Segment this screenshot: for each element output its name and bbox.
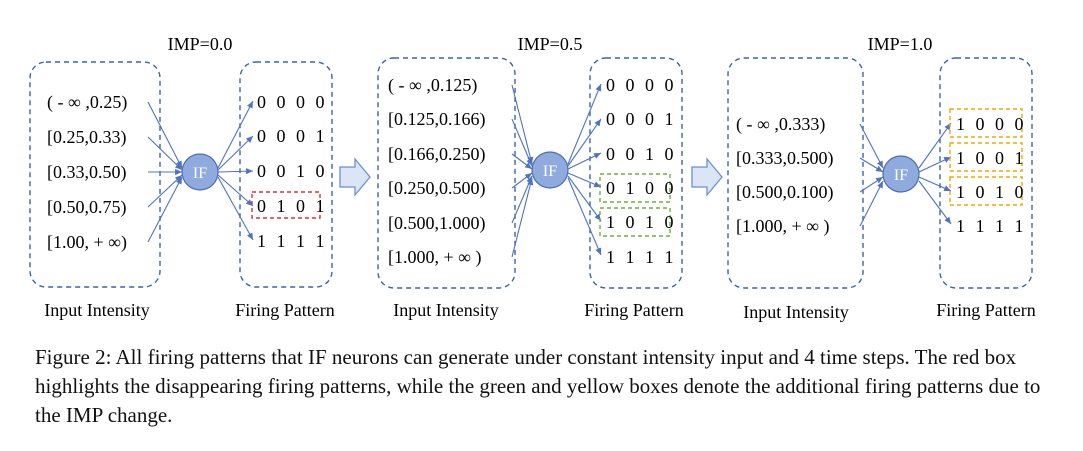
firing-patterns: 0 0 0 0 0 0 0 1 0 0 1 0 0 1 0 1 1 1 1 1 (251, 92, 328, 251)
panel-title: IMP=0.5 (518, 34, 583, 54)
interval: ( - ∞ ,0.25) (47, 92, 127, 113)
if-neuron-label: IF (543, 163, 557, 180)
firing-pattern: 1 0 0 1 (956, 148, 1027, 168)
panel-imp-10: IMP=1.0 ( - ∞ ,0.333) [0.333,0.500) [0.5… (727, 34, 1036, 322)
panel-title: IMP=1.0 (868, 34, 933, 54)
firing-pattern-label: Firing Pattern (584, 300, 684, 320)
interval: [0.500,1.000) (388, 213, 486, 234)
firing-pattern: 0 1 0 0 (606, 178, 677, 198)
firing-pattern: 1 0 0 0 (956, 114, 1027, 134)
firing-pattern: 0 0 1 0 (257, 161, 328, 181)
firing-patterns: 0 0 0 0 0 0 0 1 0 0 1 0 0 1 0 0 1 0 1 0 … (599, 75, 677, 267)
firing-pattern: 1 1 1 1 (956, 216, 1027, 236)
input-arrows (511, 84, 534, 258)
firing-pattern: 0 0 1 0 (606, 144, 677, 164)
input-arrows (147, 101, 183, 243)
firing-pattern: 0 0 0 1 (606, 109, 677, 129)
input-intervals: ( - ∞ ,0.125) [0.125,0.166) [0.166,0.250… (388, 75, 486, 268)
firing-pattern: 1 0 1 0 (606, 212, 677, 232)
input-arrows (859, 123, 884, 227)
firing-pattern: 0 0 0 1 (257, 126, 328, 146)
interval: [0.33,0.50) (47, 162, 127, 183)
interval: [0.125,0.166) (388, 109, 486, 130)
interval: [0.166,0.250) (388, 144, 486, 165)
if-neuron (531, 151, 569, 189)
firing-pattern-box (239, 61, 333, 288)
yellow-highlight-box (949, 176, 1023, 206)
green-highlight-box (599, 173, 671, 203)
interval: [1.000, + ∞ ) (736, 216, 829, 237)
firing-patterns: 1 0 0 0 1 0 0 1 1 0 1 0 1 1 1 1 (949, 108, 1027, 236)
diagram: IMP=0.0 ( - ∞ ,0.25) [0.25,0.33) [0.33,0… (29, 34, 1036, 322)
firing-pattern-label: Firing Pattern (936, 300, 1036, 320)
firing-pattern: 0 0 0 0 (257, 92, 328, 112)
interval: [1.000, + ∞ ) (388, 247, 481, 268)
if-neuron-label: IF (193, 165, 207, 182)
input-intensity-label: Input Intensity (44, 300, 150, 320)
input-intensity-box (727, 57, 864, 289)
output-arrows (567, 83, 602, 256)
output-arrows (217, 100, 254, 241)
if-neuron-label: IF (894, 167, 908, 184)
input-intensity-label: Input Intensity (393, 300, 499, 320)
green-highlight-box (599, 207, 671, 237)
firing-pattern-box (939, 57, 1033, 289)
input-intensity-label: Input Intensity (743, 302, 849, 322)
input-intervals: ( - ∞ ,0.25) [0.25,0.33) [0.33,0.50) [0.… (47, 92, 127, 253)
transition-arrow (339, 157, 371, 197)
interval: ( - ∞ ,0.125) (388, 75, 477, 96)
interval: ( - ∞ ,0.333) (736, 114, 825, 135)
firing-pattern: 0 0 0 0 (606, 75, 677, 95)
firing-pattern: 1 0 1 0 (956, 182, 1027, 202)
firing-pattern: 1 1 1 1 (606, 247, 677, 267)
interval: [1.00, + ∞) (47, 232, 127, 253)
yellow-highlight-box (949, 108, 1023, 138)
panel-imp-05: IMP=0.5 ( - ∞ ,0.125) [0.125,0.166) [0.1… (377, 34, 684, 320)
output-arrows (918, 122, 952, 225)
interval: [0.25,0.33) (47, 127, 127, 148)
interval: [0.333,0.500) (736, 148, 834, 169)
interval: [0.50,0.75) (47, 197, 127, 218)
transition-arrow (691, 157, 723, 197)
if-neuron (882, 155, 920, 193)
interval: [0.250,0.500) (388, 178, 486, 199)
panel-imp-0: IMP=0.0 ( - ∞ ,0.25) [0.25,0.33) [0.33,0… (29, 34, 335, 320)
firing-pattern: 1 1 1 1 (257, 231, 328, 251)
red-highlight-box (251, 191, 321, 219)
panel-title: IMP=0.0 (168, 34, 233, 54)
input-intensity-box (377, 57, 516, 289)
firing-pattern-box (589, 57, 683, 289)
input-intensity-box (29, 61, 161, 288)
yellow-highlight-box (949, 142, 1023, 172)
firing-pattern-label: Firing Pattern (235, 300, 335, 320)
interval: [0.500,0.100) (736, 182, 834, 203)
figure-caption: Figure 2: All firing patterns that IF ne… (35, 345, 1041, 427)
input-intervals: ( - ∞ ,0.333) [0.333,0.500) [0.500,0.100… (736, 114, 834, 237)
firing-pattern: 0 1 0 1 (257, 196, 328, 216)
